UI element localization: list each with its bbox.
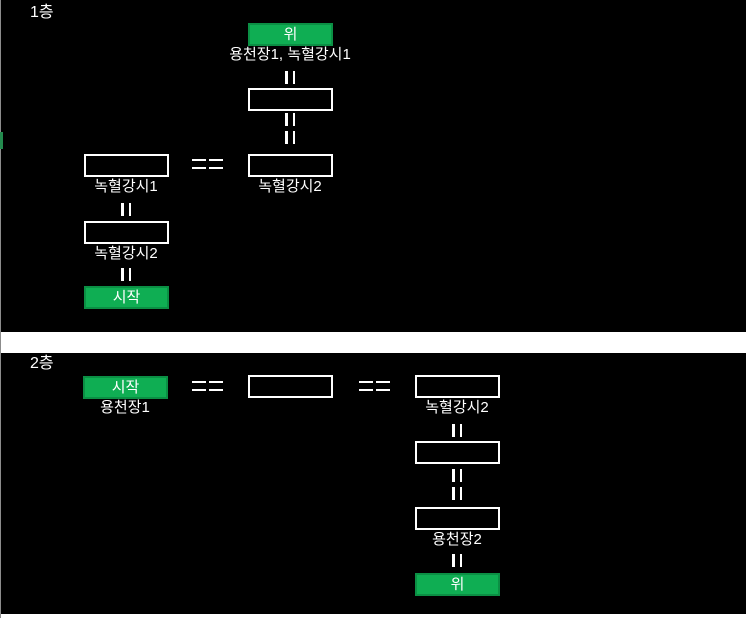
equals-glyph [192,159,206,169]
vertical-connector [452,554,462,567]
window-left-edge [0,0,1,618]
room-box [84,221,169,244]
vertical-connector [285,131,295,144]
vertical-connector [285,113,295,126]
equals-glyph [209,159,223,169]
vertical-connector [452,469,462,482]
room-box [84,154,169,177]
offscreen-green-box [0,132,3,149]
room-box [248,375,333,398]
floor2-title: 2층 [30,355,54,372]
horizontal-connector [359,381,390,391]
room-box [415,375,500,398]
floor1-left-box2-label: 녹혈강시2 [94,245,158,262]
vertical-connector [452,424,462,437]
vertical-connector [452,487,462,500]
vertical-connector [285,71,295,84]
horizontal-connector [192,381,223,391]
floor1-title: 1층 [30,4,54,21]
floor2-start-node: 시작 [83,376,168,399]
floor2-right-box2-label: 용천장2 [432,531,482,548]
equals-glyph [192,381,206,391]
floor1-left-box1-label: 녹혈강시1 [94,178,158,195]
floor1-right-box-label: 녹혈강시2 [258,178,322,195]
equals-glyph [359,381,373,391]
vertical-connector [121,203,131,216]
floor2-right-box1-label: 녹혈강시2 [425,399,489,416]
floor1-up-node: 위 [248,23,333,46]
floor2-start-sublabel: 용천장1 [100,399,150,416]
floor1-start-node: 시작 [84,286,169,309]
equals-glyph [376,381,390,391]
vertical-connector [121,268,131,281]
room-box [415,441,500,464]
horizontal-connector [192,159,223,169]
room-box [415,507,500,530]
room-box [248,154,333,177]
floor2-up-node: 위 [415,573,500,596]
equals-glyph [209,381,223,391]
floor1-up-sublabel: 용천장1, 녹혈강시1 [229,46,351,63]
room-box [248,88,333,111]
